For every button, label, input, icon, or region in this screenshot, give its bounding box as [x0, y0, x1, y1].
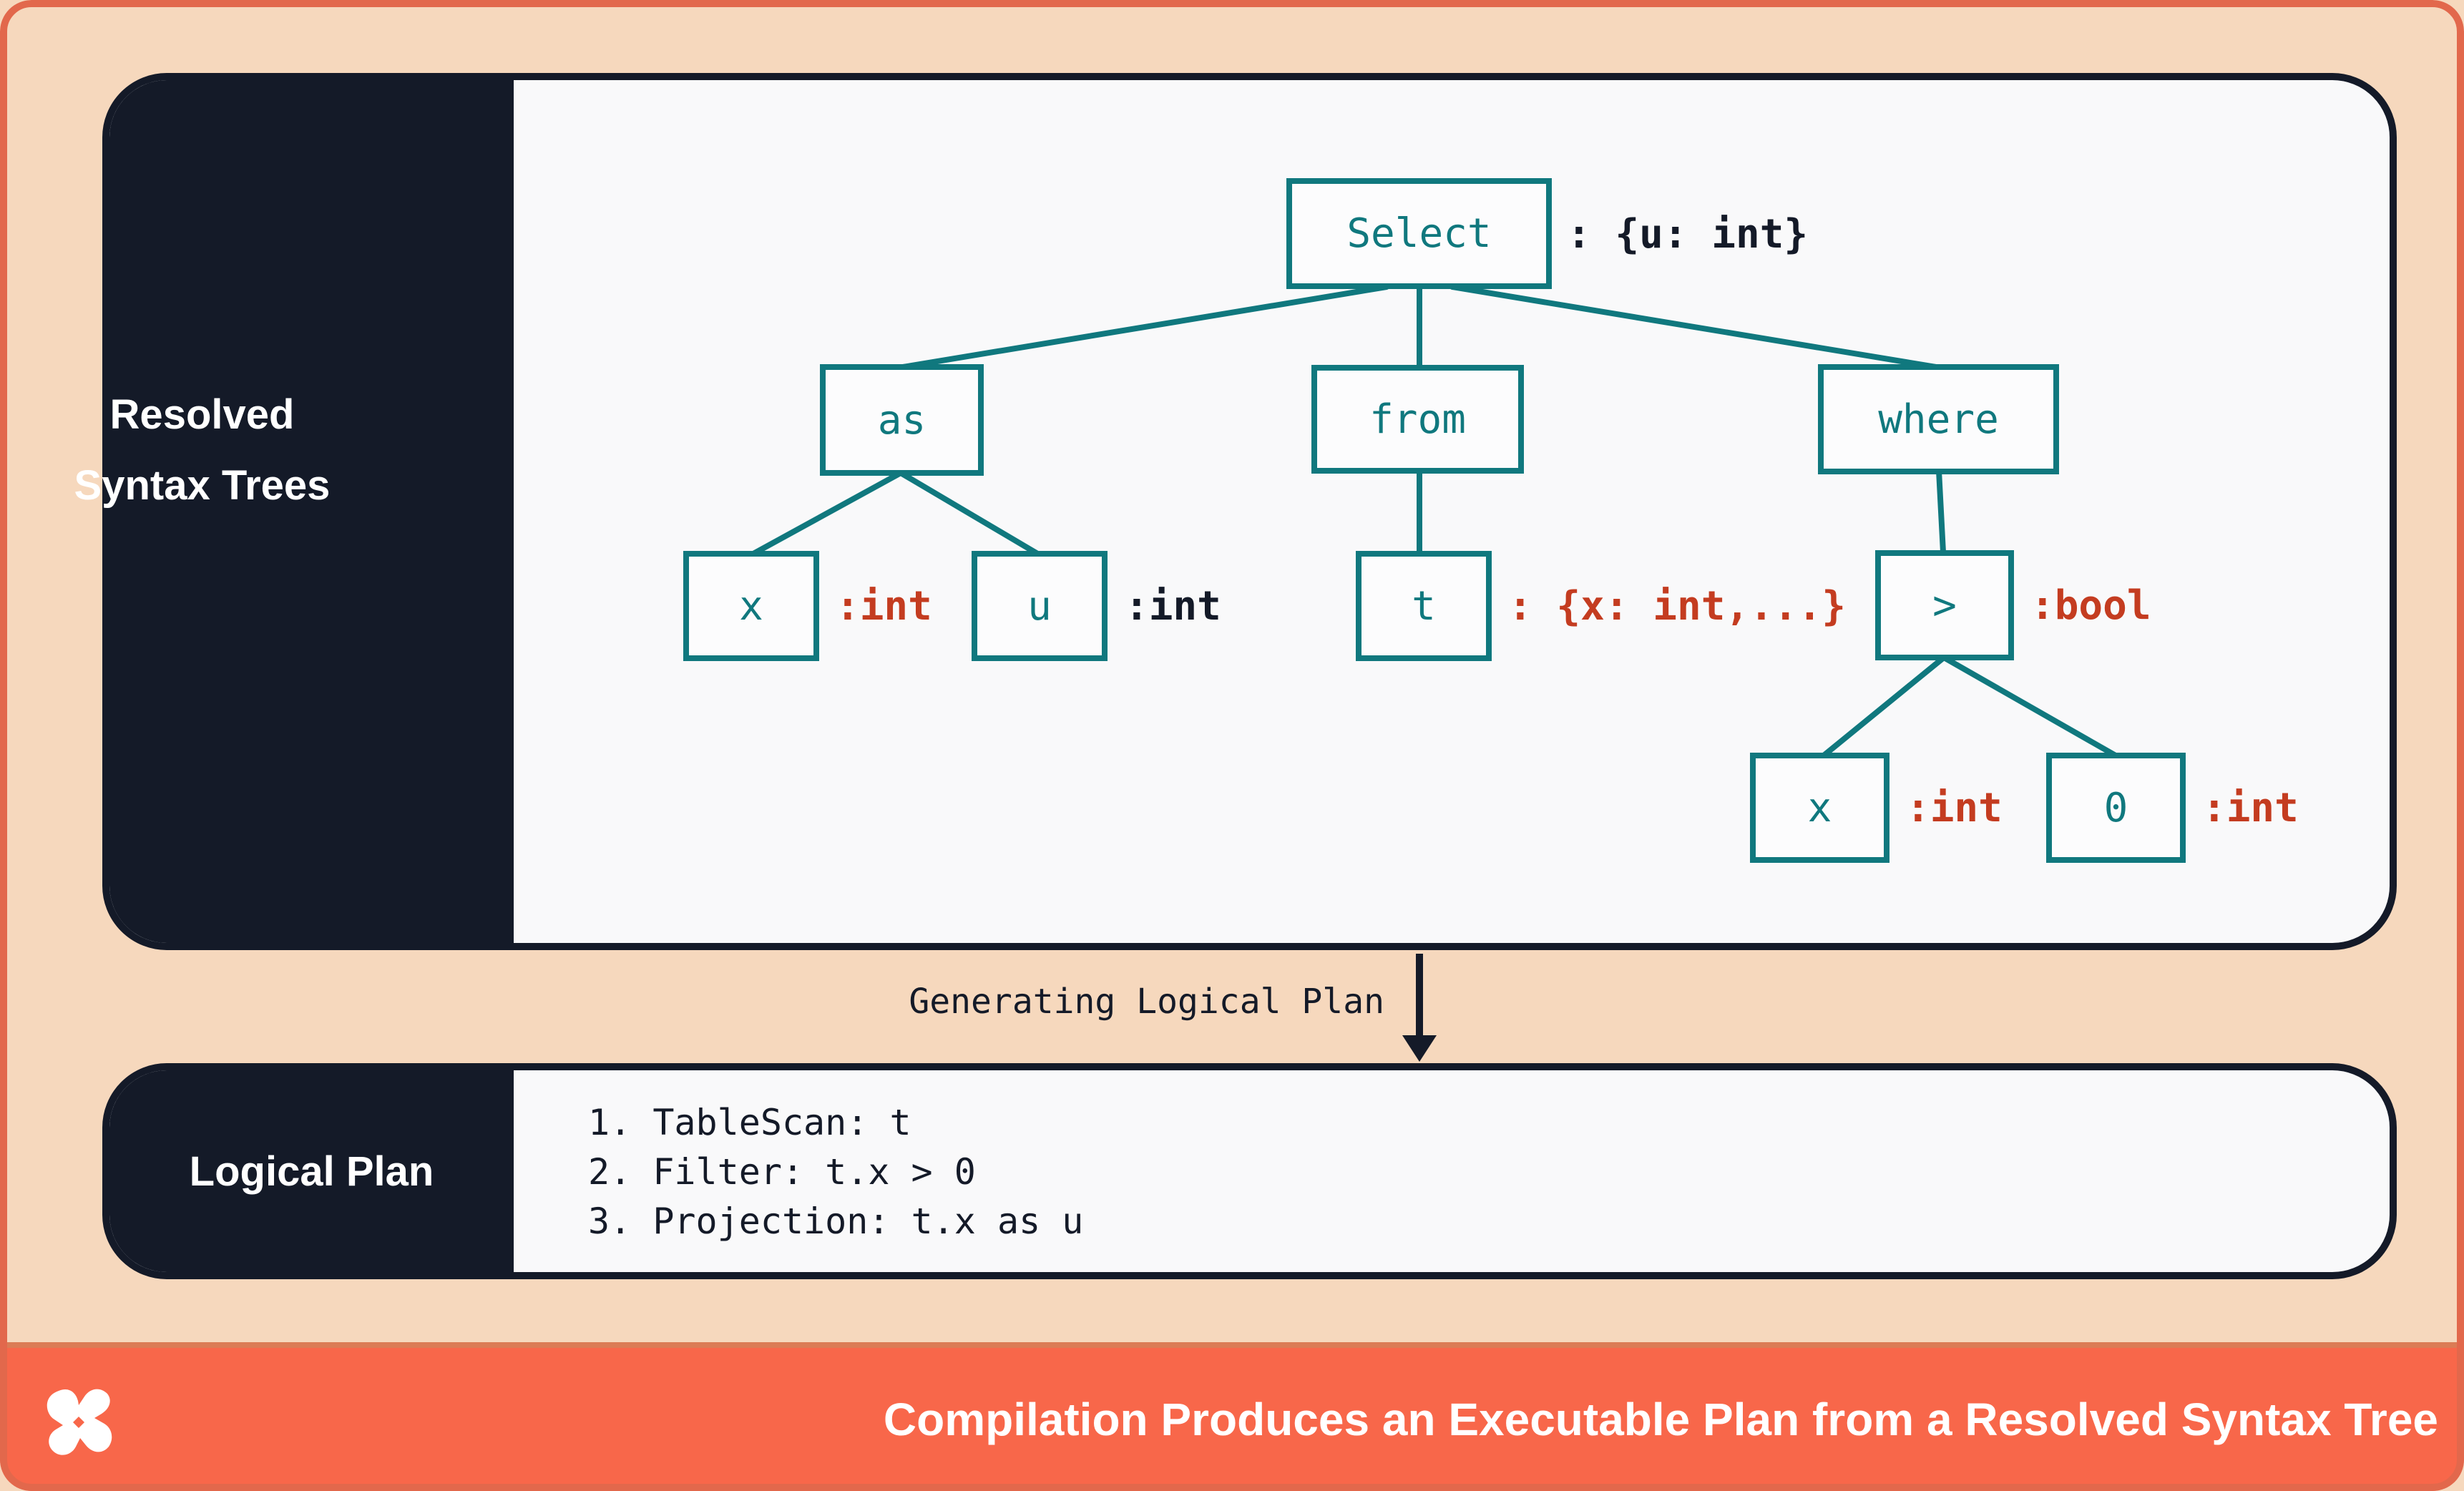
tree-node-greater-than-type: :bool — [2030, 582, 2151, 629]
tree-node-u-label: u — [1027, 582, 1052, 630]
logical-plan-step: Filter: t.x > 0 — [588, 1148, 1083, 1197]
resolved-syntax-trees-title: Resolved Syntax Trees — [0, 379, 404, 521]
tree-node-t-label: t — [1412, 582, 1436, 630]
tree-node-greater-than: > — [1875, 550, 2014, 660]
tree-node-as-label: as — [877, 396, 927, 444]
logical-plan-sidebar: Logical Plan — [109, 1070, 514, 1272]
footer-caption: Compilation Produces an Executable Plan … — [883, 1394, 2438, 1445]
resolved-syntax-trees-sidebar — [109, 80, 514, 943]
logical-plan-step-text: Projection: t.x as u — [652, 1201, 1084, 1242]
footer-bar: Compilation Produces an Executable Plan … — [0, 1342, 2464, 1491]
resolved-syntax-trees-title-line1: Resolved — [109, 391, 295, 438]
tree-node-x-alias: x — [683, 551, 819, 661]
tree-node-select: Select — [1286, 178, 1552, 289]
tree-node-from-label: from — [1369, 396, 1466, 443]
generating-logical-plan-label: Generating Logical Plan — [909, 982, 1384, 1022]
tree-node-select-label: Select — [1346, 210, 1492, 257]
tree-node-x-operand: x — [1750, 753, 1889, 863]
tree-node-x-alias-label: x — [739, 582, 763, 630]
logical-plan-steps: TableScan: t Filter: t.x > 0 Projection:… — [588, 1098, 1083, 1246]
logical-plan-step-text: Filter: t.x > 0 — [652, 1151, 976, 1193]
tree-node-u-type: :int — [1125, 582, 1221, 630]
down-arrow-icon — [1402, 954, 1437, 1062]
tree-node-x-operand-type: :int — [1906, 784, 2003, 831]
tree-node-t: t — [1356, 551, 1492, 661]
tree-node-zero-type: :int — [2202, 784, 2299, 831]
tree-node-where: where — [1818, 364, 2059, 474]
x-pinwheel-logo-icon — [47, 1389, 112, 1455]
tree-node-as: as — [820, 364, 984, 476]
resolved-syntax-trees-panel — [102, 73, 2397, 950]
tree-node-zero-label: 0 — [2103, 784, 2128, 831]
tree-node-t-type: : {x: int,...} — [1508, 582, 1847, 630]
tree-node-u: u — [972, 551, 1108, 661]
tree-node-greater-than-label: > — [1932, 582, 1957, 629]
logical-plan-title: Logical Plan — [189, 1148, 434, 1195]
logical-plan-step-text: TableScan: t — [652, 1102, 911, 1143]
logical-plan-step: Projection: t.x as u — [588, 1197, 1083, 1246]
tree-node-from: from — [1311, 365, 1524, 474]
tree-node-select-type: : {u: int} — [1567, 211, 1809, 258]
logical-plan-panel: Logical Plan — [102, 1063, 2397, 1279]
tree-node-x-alias-type: :int — [836, 582, 932, 630]
logical-plan-step: TableScan: t — [588, 1098, 1083, 1148]
resolved-syntax-trees-title-line2: Syntax Trees — [74, 462, 331, 509]
tree-node-x-operand-label: x — [1807, 784, 1832, 831]
tree-node-zero: 0 — [2046, 753, 2186, 863]
tree-node-where-label: where — [1878, 396, 1999, 443]
